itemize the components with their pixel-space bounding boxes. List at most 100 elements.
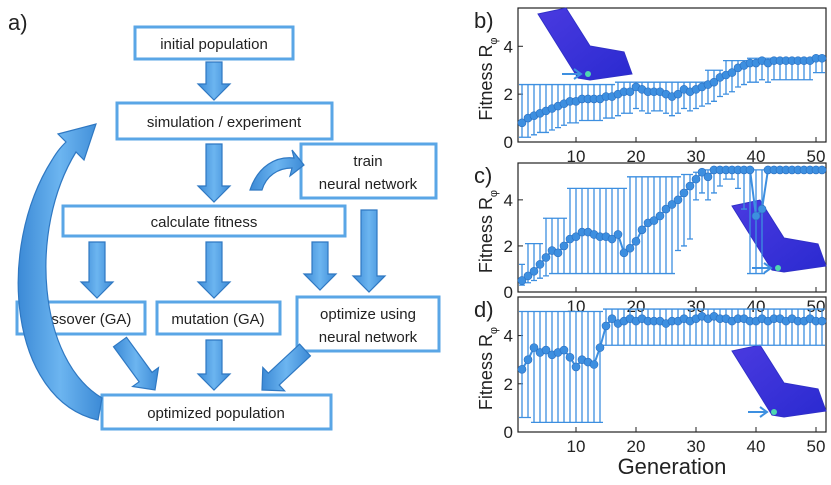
axes-frame bbox=[517, 296, 827, 433]
data-point bbox=[559, 241, 569, 251]
error-bar bbox=[801, 308, 807, 346]
error-bar bbox=[813, 308, 819, 346]
error-bar bbox=[687, 81, 693, 112]
data-point bbox=[571, 232, 581, 242]
error-bar bbox=[765, 308, 771, 346]
error-bar bbox=[621, 187, 627, 275]
data-point bbox=[523, 271, 533, 281]
data-point bbox=[529, 266, 539, 276]
data-point bbox=[709, 77, 719, 87]
x-tick-label: 40 bbox=[747, 147, 766, 166]
data-point bbox=[529, 343, 539, 352]
data-point bbox=[541, 253, 551, 262]
error-bar bbox=[669, 176, 675, 275]
error-bar bbox=[603, 187, 609, 275]
error-bar bbox=[627, 176, 633, 275]
arrow-train-to-optimize bbox=[351, 209, 387, 293]
data-point bbox=[745, 165, 755, 175]
error-bar bbox=[531, 83, 537, 136]
data-point bbox=[613, 230, 623, 239]
data-point bbox=[673, 195, 683, 205]
error-bar bbox=[687, 308, 693, 346]
feedback-loop-arrow bbox=[17, 123, 103, 421]
error-bar bbox=[651, 176, 657, 275]
error-bar bbox=[657, 176, 663, 275]
box-initial-population-text: initial population bbox=[160, 36, 268, 53]
error-bar bbox=[753, 308, 759, 346]
error-bar bbox=[609, 187, 615, 275]
error-bar bbox=[675, 308, 681, 346]
box-mutation-text: mutation (GA) bbox=[171, 311, 264, 328]
data-point bbox=[553, 248, 563, 258]
error-bar bbox=[729, 308, 735, 346]
box-crossover-text: crossover (GA) bbox=[31, 311, 132, 328]
data-point bbox=[559, 345, 569, 355]
x-tick-label: 20 bbox=[627, 297, 646, 316]
device-inset-image bbox=[537, 7, 633, 81]
x-tick-label: 30 bbox=[687, 297, 706, 316]
box-mutation: mutation (GA) bbox=[155, 300, 282, 336]
error-bar bbox=[531, 310, 537, 424]
data-point bbox=[691, 174, 701, 184]
data-point bbox=[817, 165, 827, 175]
data-point bbox=[523, 355, 533, 364]
data-point bbox=[697, 167, 707, 177]
data-point bbox=[751, 211, 761, 221]
box-optimized-population: optimized population bbox=[100, 393, 333, 431]
panel-label: b) bbox=[474, 8, 494, 33]
box-train-text-1: train bbox=[353, 153, 382, 170]
data-point bbox=[541, 345, 551, 355]
error-bar bbox=[663, 176, 669, 275]
arrow-icon bbox=[748, 406, 769, 418]
y-tick-label: 4 bbox=[504, 37, 513, 56]
error-bar bbox=[555, 310, 561, 424]
data-point bbox=[607, 234, 617, 244]
device-port-marker bbox=[771, 409, 777, 415]
error-bar bbox=[795, 308, 801, 346]
error-bar bbox=[567, 310, 573, 424]
box-optimize: optimize using neural network bbox=[295, 295, 441, 353]
error-bar bbox=[645, 81, 651, 114]
error-bar bbox=[747, 308, 753, 346]
arrow-mutation-to-optimized bbox=[196, 339, 232, 391]
y-tick-label: 4 bbox=[504, 327, 513, 346]
y-tick-label: 0 bbox=[504, 133, 513, 152]
y-tick-label: 2 bbox=[504, 85, 513, 104]
error-bar bbox=[609, 83, 615, 119]
arrow-fitness-to-optimize bbox=[302, 241, 338, 291]
error-bar bbox=[549, 217, 555, 275]
data-point bbox=[619, 248, 629, 258]
error-bar bbox=[537, 83, 543, 134]
error-bar bbox=[549, 310, 555, 424]
data-point bbox=[535, 260, 545, 269]
error-bar bbox=[669, 308, 675, 346]
panel-label: c) bbox=[474, 163, 492, 188]
error-bar bbox=[633, 176, 639, 275]
error-bar bbox=[519, 83, 525, 138]
data-point bbox=[637, 225, 647, 235]
panel-label-a: a) bbox=[8, 10, 28, 35]
box-simulation: simulation / experiment bbox=[115, 101, 334, 141]
error-bar bbox=[597, 310, 603, 424]
y-tick-label: 0 bbox=[504, 283, 513, 302]
data-point bbox=[655, 211, 665, 221]
arrow-simulation-to-fitness bbox=[196, 143, 232, 203]
box-optimize-text-1: optimize using bbox=[320, 306, 416, 323]
data-point bbox=[649, 216, 659, 225]
x-tick-label: 50 bbox=[807, 297, 826, 316]
data-point bbox=[631, 237, 641, 246]
error-bar bbox=[567, 187, 573, 275]
box-simulation-text: simulation / experiment bbox=[147, 114, 302, 131]
data-point bbox=[565, 352, 575, 362]
train-curved-arrow bbox=[249, 149, 305, 191]
error-bar bbox=[651, 81, 657, 112]
data-point bbox=[679, 188, 689, 198]
error-bar bbox=[675, 176, 681, 252]
box-calculate-fitness: calculate fitness bbox=[61, 204, 347, 238]
error-bar bbox=[537, 310, 543, 424]
x-tick-label: 10 bbox=[567, 437, 586, 456]
device-port-marker bbox=[585, 71, 591, 77]
